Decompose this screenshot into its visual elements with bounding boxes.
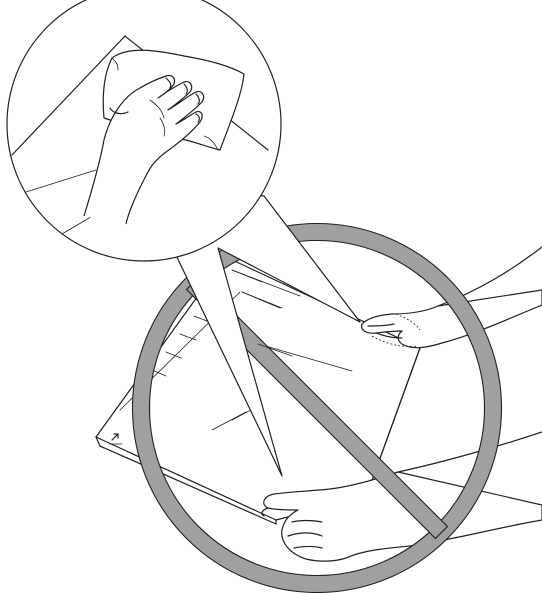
magnified-callout xyxy=(7,0,281,261)
